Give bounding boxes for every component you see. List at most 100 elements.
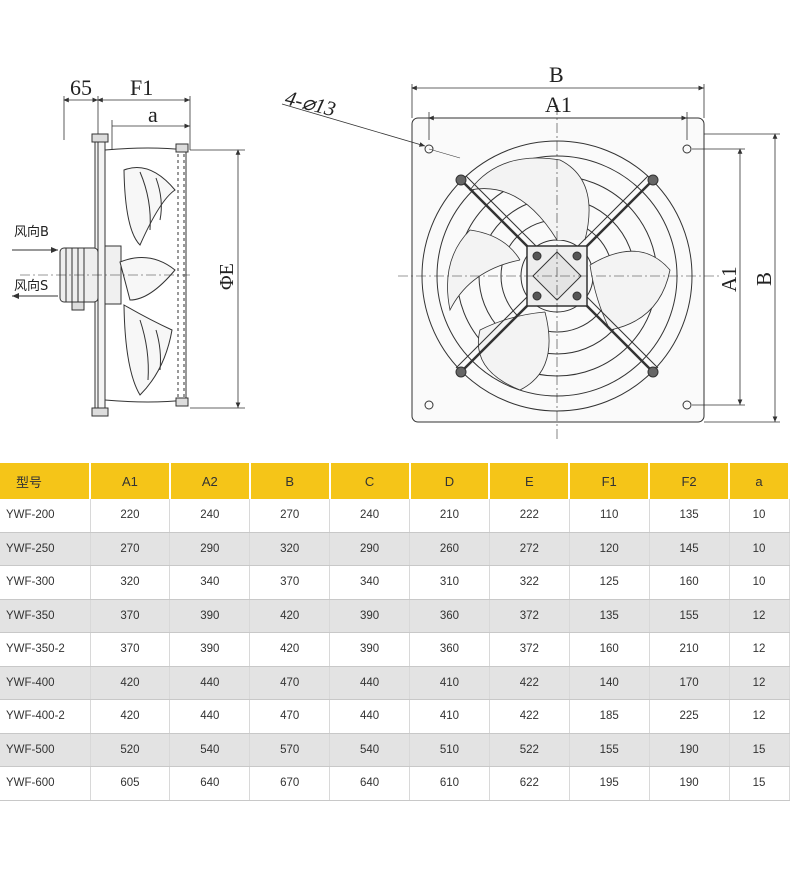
table-cell: 272 [489, 532, 570, 566]
table-cell: 420 [249, 599, 331, 633]
table-cell: 240 [329, 499, 410, 533]
table-cell: 470 [249, 666, 331, 700]
table-cell: 270 [249, 499, 331, 533]
table-cell: 522 [489, 733, 570, 767]
table-cell: 370 [90, 632, 171, 667]
header-f2: F2 [649, 463, 730, 499]
header-model: 型号 [0, 463, 91, 499]
dim-a1-top-label: A1 [545, 92, 572, 117]
table-cell: 320 [249, 532, 331, 566]
table-cell: 422 [489, 666, 570, 700]
table-cell: 222 [489, 499, 570, 533]
table-cell: 145 [649, 532, 730, 566]
wind-direction-s-label: 风向S [14, 278, 48, 294]
table-cell: 622 [489, 766, 570, 801]
dim-65-label: 65 [70, 75, 92, 100]
table-cell: 270 [90, 532, 171, 566]
front-view [281, 84, 780, 440]
table-cell: 155 [649, 599, 730, 633]
dim-b-side-label: B [752, 272, 776, 286]
table-cell: 410 [409, 666, 490, 700]
table-cell: 12 [729, 632, 790, 667]
table-cell: 640 [329, 766, 410, 801]
table-cell: 440 [169, 699, 251, 734]
wind-direction-b-label: 风向B [14, 224, 49, 240]
table-cell-model: YWF-400-2 [0, 699, 91, 734]
table-cell: 360 [409, 632, 490, 667]
table-cell: 390 [169, 599, 251, 633]
table-header-row: 型号 A1 A2 B C D E F1 F2 a [0, 463, 790, 499]
table-cell: 370 [249, 565, 331, 600]
table-cell: 420 [90, 666, 171, 700]
table-cell: 320 [90, 565, 171, 600]
table-cell: 195 [569, 766, 650, 801]
table-cell: 120 [569, 532, 650, 566]
table-cell: 135 [649, 499, 730, 533]
table-cell-model: YWF-600 [0, 766, 91, 801]
table-cell: 390 [329, 632, 410, 667]
table-cell-model: YWF-300 [0, 565, 91, 600]
dim-b-top-label: B [549, 62, 564, 87]
table-cell: 155 [569, 733, 650, 767]
table-cell: 390 [329, 599, 410, 633]
table-cell: 322 [489, 565, 570, 600]
table-cell: 422 [489, 699, 570, 734]
table-cell: 110 [569, 499, 650, 533]
header-a: a [729, 463, 790, 499]
table-cell: 160 [649, 565, 730, 600]
table-cell: 190 [649, 766, 730, 801]
dim-a1-side-label: A1 [717, 266, 741, 292]
dim-phie-label: ΦE [216, 263, 238, 290]
table-cell: 10 [729, 565, 790, 600]
table-cell: 225 [649, 699, 730, 734]
table-cell: 15 [729, 766, 790, 801]
header-c: C [329, 463, 411, 499]
table-cell: 210 [409, 499, 490, 533]
table-cell: 310 [409, 565, 490, 600]
table-cell: 12 [729, 666, 790, 700]
table-cell: 170 [649, 666, 730, 700]
table-cell: 540 [169, 733, 251, 767]
table-cell-model: YWF-350 [0, 599, 91, 633]
table-cell-model: YWF-200 [0, 499, 91, 533]
table-cell: 185 [569, 699, 650, 734]
table-cell: 370 [90, 599, 171, 633]
dim-a-label: a [148, 102, 158, 127]
header-d: D [409, 463, 491, 499]
table-cell: 340 [169, 565, 251, 600]
header-b: B [249, 463, 331, 499]
header-e: E [489, 463, 571, 499]
table-cell: 640 [169, 766, 251, 801]
table-cell: 390 [169, 632, 251, 667]
table-cell: 290 [169, 532, 251, 566]
table-cell: 10 [729, 532, 790, 566]
table-cell: 440 [169, 666, 251, 700]
table-cell: 220 [90, 499, 171, 533]
table-cell: 540 [329, 733, 410, 767]
table-cell: 520 [90, 733, 171, 767]
header-a2: A2 [169, 463, 251, 499]
table-cell-model: YWF-250 [0, 532, 91, 566]
table-cell: 470 [249, 699, 331, 734]
table-cell: 440 [329, 666, 410, 700]
table-cell: 190 [649, 733, 730, 767]
table-cell: 372 [489, 632, 570, 667]
table-cell-model: YWF-400 [0, 666, 91, 700]
dim-holes-label: 4-⌀13 [283, 86, 338, 122]
table-cell: 12 [729, 699, 790, 734]
table-cell: 290 [329, 532, 410, 566]
fan-dimension-drawing: 65 F1 a ΦE 风向B 风向S [12, 62, 780, 440]
table-cell-model: YWF-500 [0, 733, 91, 767]
table-cell: 240 [169, 499, 251, 533]
header-f1: F1 [569, 463, 651, 499]
table-cell: 410 [409, 699, 490, 734]
